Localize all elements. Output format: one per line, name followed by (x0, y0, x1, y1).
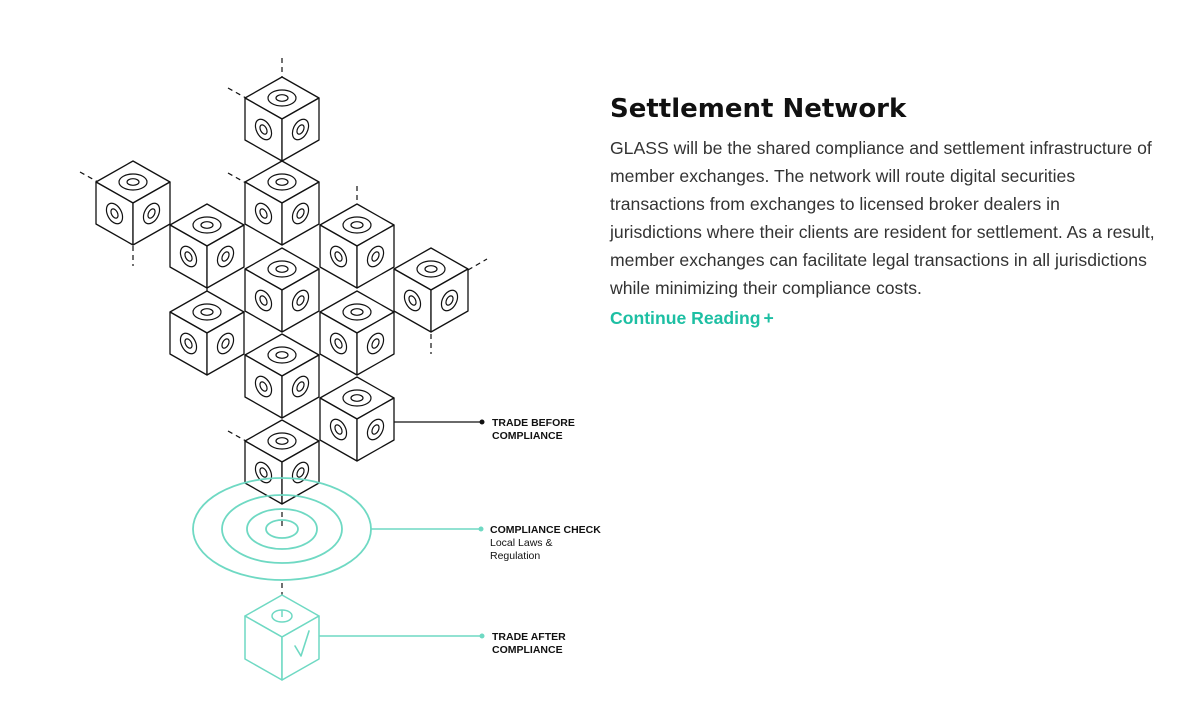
cube-lower-center (244, 333, 320, 419)
section-title: Settlement Network (610, 94, 907, 124)
checkmark-icon (294, 630, 310, 657)
trade-before-leader (394, 419, 485, 425)
trade-after-leader (319, 633, 485, 639)
cube-far-right (393, 247, 469, 333)
compliance-check-sub-line2: Regulation (490, 550, 540, 562)
cube-upper-center (244, 160, 320, 246)
compliance-check-sub-line1: Local Laws & (490, 537, 552, 549)
validated-cube (244, 594, 320, 681)
continue-reading-label: Continue Reading (610, 308, 761, 328)
cube-lower-left (169, 290, 245, 376)
settlement-network-illustration: TRADE BEFORE COMPLIANCE COMPLIANCE CHECK… (79, 58, 601, 681)
trade-after-label-line2: COMPLIANCE (492, 644, 563, 656)
article-section: Settlement Network GLASS will be the sha… (610, 92, 1155, 332)
cube-bottom (244, 419, 320, 505)
trade-before-label-line1: TRADE BEFORE (492, 417, 575, 429)
compliance-check-leader (371, 526, 484, 532)
cube-far-left (95, 160, 171, 246)
plus-icon: + (763, 308, 774, 328)
trade-before-label-line2: COMPLIANCE (492, 430, 563, 442)
compliance-check-label: COMPLIANCE CHECK (490, 524, 601, 536)
connector-stubs (79, 58, 488, 600)
cube-top (244, 76, 320, 162)
cube-lower-right (319, 290, 395, 376)
cube-center (244, 247, 320, 333)
trade-after-label-line1: TRADE AFTER (492, 631, 566, 643)
cube-left (169, 203, 245, 289)
continue-reading-link[interactable]: Continue Reading+ (610, 304, 774, 332)
section-description: GLASS will be the shared compliance and … (610, 138, 1155, 298)
cube-trade-before (319, 376, 395, 462)
cube-right (319, 203, 395, 289)
